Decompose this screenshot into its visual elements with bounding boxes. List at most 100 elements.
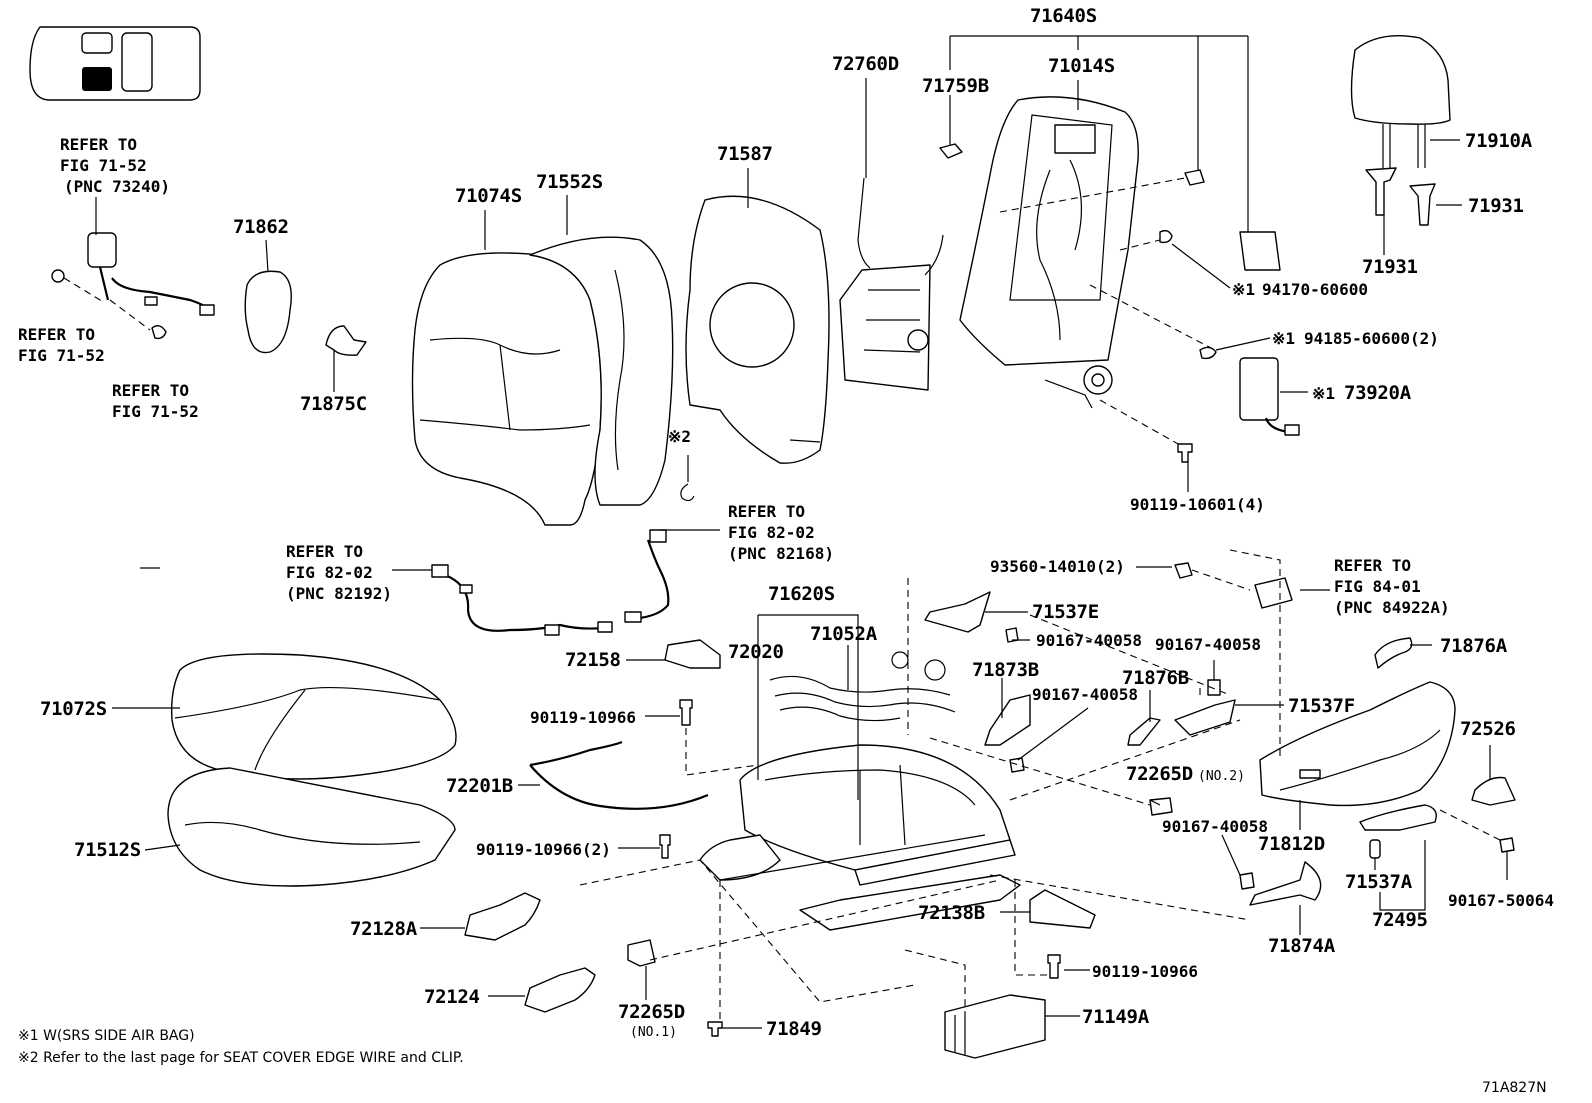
recliner-adjuster-part — [839, 177, 944, 391]
label-90119-10966-a: 90119-10966 — [530, 708, 636, 727]
headrest-part — [1350, 35, 1451, 168]
sublabel-no2: (NO.2) — [1198, 769, 1245, 784]
mark-94170: ※1 — [1232, 280, 1255, 299]
ref-82-02-a-line3: (PNC 82168) — [728, 544, 834, 563]
clip-72265D-no2-shape — [1149, 797, 1173, 816]
label-71876B: 71876B — [1122, 667, 1189, 689]
bolt-90119-10966-c-shape — [1047, 954, 1061, 979]
nut-shape — [1184, 169, 1205, 186]
headrest-guide-2-shape — [1409, 183, 1436, 226]
bracket-71537E-shape — [924, 591, 991, 633]
label-71587: 71587 — [717, 143, 773, 165]
label-72265D-no2: 72265D — [1126, 763, 1193, 785]
label-90167-40058-c: 90167-40058 — [1155, 635, 1261, 654]
part-71875C-shape — [325, 325, 367, 356]
ref-71-52-pnc-line3: (PNC 73240) — [64, 177, 170, 196]
seat-position-icon — [29, 26, 201, 101]
label-90167-40058-b: 90167-40058 — [1032, 685, 1138, 704]
lever-72495-shape — [1359, 804, 1437, 831]
ref-71-52-b-line2: FIG 71-52 — [112, 402, 199, 421]
label-71537E: 71537E — [1032, 601, 1099, 623]
seatback-cover-part — [411, 236, 674, 526]
bracket-72158-shape — [664, 639, 721, 669]
bracket-72138B-shape — [1029, 889, 1096, 929]
side-shield-71812D-part — [1259, 681, 1456, 807]
label-71552S: 71552S — [536, 171, 603, 193]
label-90119-10601: 90119-10601(4) — [1130, 495, 1265, 514]
sublabel-no1: (NO.1) — [630, 1025, 677, 1040]
switch-connector-84922A-shape — [1254, 577, 1293, 609]
clip-71759B-shape — [939, 143, 963, 159]
clip-71849-shape — [707, 1021, 723, 1037]
bolt-90167-c-shape — [1207, 679, 1221, 696]
label-71537F: 71537F — [1288, 695, 1355, 717]
label-71072S: 71072S — [40, 698, 107, 720]
label-72265D-no1: 72265D — [618, 1001, 685, 1023]
label-90119-10966-2: 90119-10966(2) — [476, 840, 611, 859]
knob-72526-shape — [1471, 776, 1516, 806]
label-71931-right: 71931 — [1468, 195, 1524, 217]
ref-82-02-a-line2: FIG 82-02 — [728, 523, 815, 542]
label-93560-14010: 93560-14010(2) — [990, 557, 1125, 576]
label-71074S: 71074S — [455, 185, 522, 207]
label-71862: 71862 — [233, 216, 289, 238]
label-71812D: 71812D — [1258, 833, 1325, 855]
wire-harness-82192 — [444, 573, 606, 632]
label-71873B: 71873B — [972, 659, 1039, 681]
clip-72265D-no1-shape — [627, 939, 656, 967]
label-94170-60600: 94170-60600 — [1262, 280, 1368, 299]
footnote-1: ※1 W(SRS SIDE AIR BAG) — [18, 1028, 195, 1044]
label-73920A: 73920A — [1344, 382, 1412, 404]
label-72020: 72020 — [728, 641, 784, 663]
label-90119-10966-c: 90119-10966 — [1092, 962, 1198, 981]
side-airbag-part — [1239, 357, 1300, 436]
ref-82-02-a-line1: REFER TO — [728, 502, 805, 521]
label-71876A: 71876A — [1440, 635, 1508, 657]
nut-94185-shape — [1199, 346, 1217, 360]
ref-71-52-b-line1: REFER TO — [112, 381, 189, 400]
label-72138B: 72138B — [918, 902, 985, 924]
bolt-90167-50064-shape — [1499, 837, 1515, 853]
clip-shape — [680, 483, 695, 502]
ref-84-01-line2: FIG 84-01 — [1334, 577, 1421, 596]
bolt-90119-10601-shape — [1177, 443, 1193, 463]
cover-72128A-shape — [464, 892, 541, 941]
seat-cushion-pad-part — [167, 767, 456, 887]
ref-71-52-a-line2: FIG 71-52 — [18, 346, 105, 365]
ref-71-52-pnc-line1: REFER TO — [60, 135, 137, 154]
cover-71876A-shape — [1374, 637, 1413, 669]
label-71640S: 71640S — [1030, 5, 1097, 27]
rail-cover-71149A-part — [944, 994, 1046, 1059]
leader-lines — [95, 35, 1508, 1029]
refer-to-notes: REFER TO FIG 71-52 (PNC 73240) REFER TO … — [18, 135, 1450, 617]
seat-frame-part — [699, 744, 1021, 931]
part-labels: 71640S 72760D 71759B 71014S 71587 71552S… — [40, 5, 1554, 1040]
headrest-guide-1-shape — [1365, 167, 1397, 216]
label-71910A: 71910A — [1465, 130, 1533, 152]
label-72495: 72495 — [1372, 909, 1428, 931]
label-72124: 72124 — [424, 986, 480, 1008]
label-90167-40058-a: 90167-40058 — [1036, 631, 1142, 650]
ref-84-01-line3: (PNC 84922A) — [1334, 598, 1450, 617]
mark-94185: ※1 — [1272, 329, 1295, 348]
ref-71-52-a-line1: REFER TO — [18, 325, 95, 344]
label-72760D: 72760D — [832, 53, 899, 75]
ref-84-01-line1: REFER TO — [1334, 556, 1411, 575]
ref-82-02-b-line1: REFER TO — [286, 542, 363, 561]
clip-71537A-shape — [1369, 839, 1381, 859]
label-72201B: 72201B — [446, 775, 513, 797]
label-71149A: 71149A — [1082, 1006, 1150, 1028]
seatback-board-part — [685, 195, 830, 464]
label-71052A: 71052A — [810, 623, 878, 645]
label-71875C: 71875C — [300, 393, 367, 415]
bracket-71873B-shape — [984, 694, 1031, 746]
figure-id: 71A827N — [1482, 1080, 1547, 1096]
ref-82-02-b-line3: (PNC 82192) — [286, 584, 392, 603]
bolt-90167-d-shape — [1239, 872, 1255, 890]
label-71849: 71849 — [766, 1018, 822, 1040]
ref-71-52-pnc-line2: FIG 71-52 — [60, 156, 147, 175]
seatback-frame-part — [959, 96, 1139, 409]
seat-spring-part — [769, 651, 956, 722]
label-71874A: 71874A — [1268, 935, 1336, 957]
